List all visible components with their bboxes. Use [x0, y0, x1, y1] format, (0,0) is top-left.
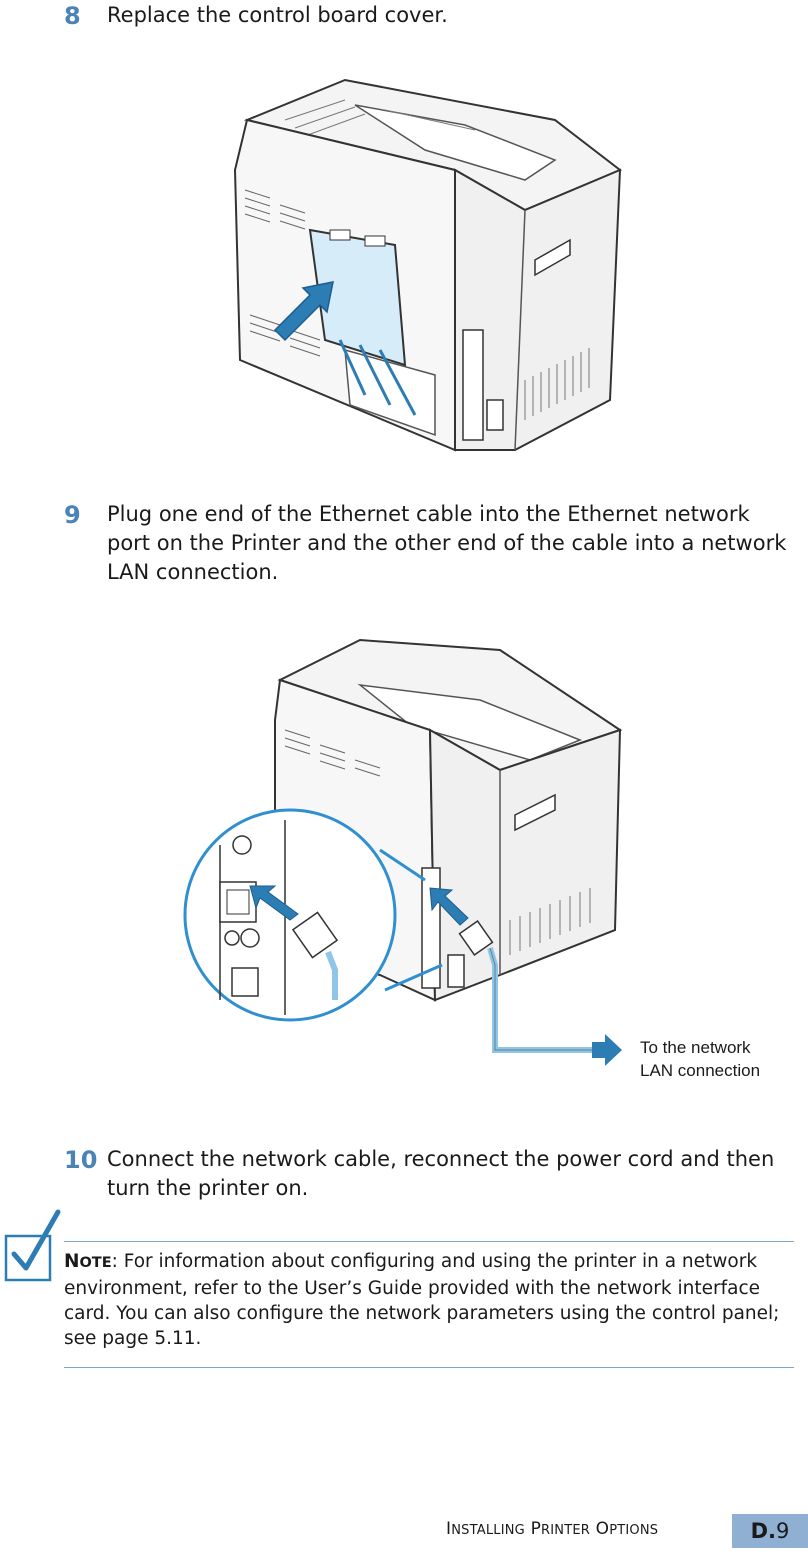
step-9-number: 9 [64, 501, 81, 529]
step-8-number: 8 [64, 2, 81, 30]
printer-cover-illustration [233, 78, 622, 452]
note-label: NOTE [64, 1251, 112, 1272]
note-top-rule [64, 1241, 794, 1242]
note-text: NOTE: For information about configuring … [64, 1249, 792, 1351]
step-9-text: Plug one end of the Ethernet cable into … [107, 502, 787, 584]
page-badge-number: 9 [776, 1519, 790, 1543]
lan-connection-label-line1: To the network [640, 1038, 751, 1057]
step-10-text: Connect the network cable, reconnect the… [107, 1147, 775, 1200]
lan-connection-label-line2: LAN connection [640, 1061, 761, 1080]
page-number-badge: D.9 [732, 1514, 808, 1548]
page-badge-letter: D. [750, 1519, 777, 1543]
step-8-text: Replace the control board cover. [107, 3, 448, 27]
checkmark-icon [4, 1209, 61, 1282]
step-10-number: 10 [64, 1146, 98, 1174]
lan-connection-label: To the network LAN connection [640, 1036, 760, 1082]
note-bottom-rule [64, 1367, 794, 1368]
printer-network-illustration [183, 638, 623, 1066]
note-body: : For information about configuring and … [64, 1251, 780, 1349]
footer-section-title: INSTALLING PRINTER OPTIONS [446, 1519, 659, 1539]
